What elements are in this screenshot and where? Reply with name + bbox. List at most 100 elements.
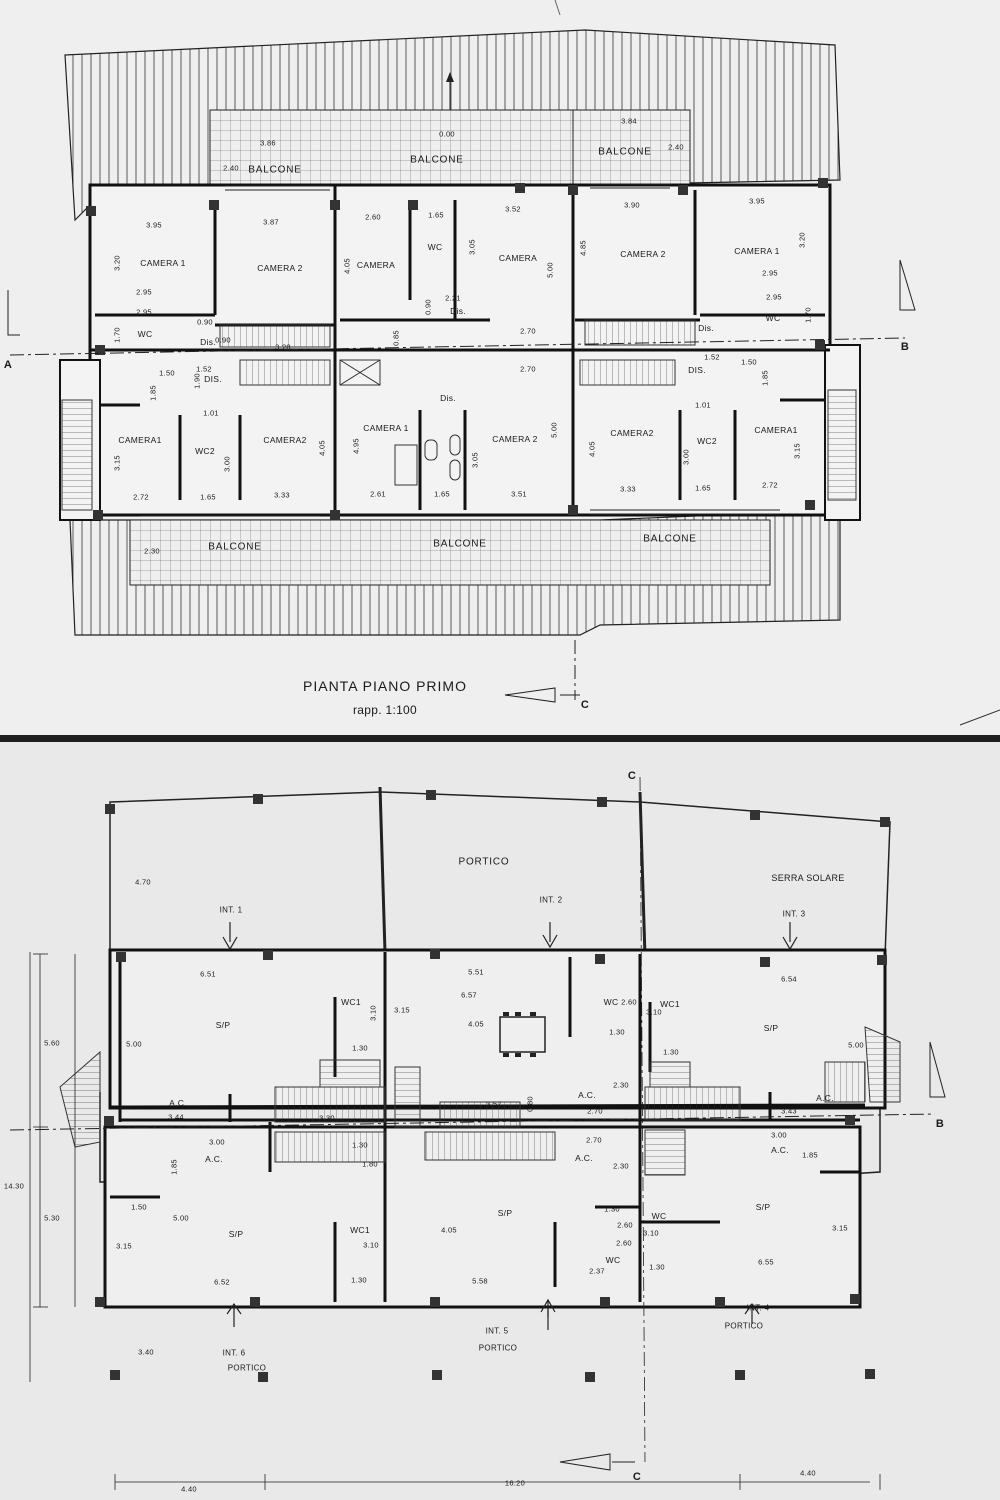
- dimension: 2.70: [587, 1106, 603, 1116]
- dimension: 3.15: [116, 1241, 132, 1251]
- dimension: 2.72: [762, 480, 778, 490]
- portico-label: PORTICO: [478, 1343, 518, 1353]
- dimension: 1.30: [352, 1140, 368, 1150]
- dimension: 1.30: [604, 1204, 620, 1214]
- dimension: 14.30: [3, 1181, 25, 1191]
- dimension: 5.58: [472, 1276, 488, 1286]
- dimension: 2.30: [613, 1080, 629, 1090]
- dimension: 1.50: [131, 1202, 147, 1212]
- dimension: 3.95: [749, 196, 765, 206]
- first-floor-plan-sheet: PIANTA PIANO PRIMO rapp. 1:100 A B C BAL…: [0, 0, 1000, 735]
- dimension: 0.00: [439, 129, 455, 139]
- dimension: 3.20: [797, 232, 807, 248]
- balcony-label: BALCONE: [433, 538, 487, 550]
- dimension: 4.70: [135, 877, 151, 887]
- dimension: 6.51: [200, 969, 216, 979]
- dimension: 2.40: [668, 142, 684, 152]
- dimension: 3.57: [486, 1099, 502, 1109]
- plan-title: PIANTA PIANO PRIMO: [303, 678, 467, 694]
- dimension: 1.30: [351, 1275, 367, 1285]
- dimension: 2.60: [616, 1238, 632, 1248]
- dimension: 1.85: [148, 385, 158, 401]
- room-label: WC2: [697, 436, 717, 446]
- entry-label: INT. 5: [485, 1326, 509, 1336]
- room-label: WC1: [341, 997, 361, 1007]
- room-label: CAMERA2: [263, 435, 307, 445]
- dimension: 2.30: [144, 546, 160, 556]
- dimension: 3.15: [792, 443, 802, 459]
- room-label: WC: [605, 1255, 621, 1265]
- dimension: 2.72: [133, 492, 149, 502]
- dimension: 2.37: [589, 1266, 605, 1276]
- entry-label: INT. 6: [222, 1348, 246, 1358]
- room-label: Dis.: [440, 393, 456, 403]
- dimension: 3.15: [112, 455, 122, 471]
- dimension: 3.51: [511, 489, 527, 499]
- dimension: 3.20: [112, 255, 122, 271]
- dimension: 4.40: [181, 1484, 197, 1494]
- dimension: 5.00: [848, 1040, 864, 1050]
- dimension: 3.40: [138, 1347, 154, 1357]
- dimension: 1.30: [649, 1262, 665, 1272]
- dimension: 3.10: [363, 1240, 379, 1250]
- room-label: A.C.: [771, 1145, 789, 1155]
- dimension: 3.05: [470, 452, 480, 468]
- dimension: 0.90: [215, 335, 231, 345]
- room-label: CAMERA 1: [140, 258, 186, 268]
- room-label: S/P: [755, 1202, 771, 1212]
- dimension: 1.52: [704, 352, 720, 362]
- portico-label: PORTICO: [724, 1321, 764, 1331]
- dimension: 1.30: [663, 1047, 679, 1057]
- dimension: 5.30: [44, 1213, 60, 1223]
- room-label: CAMERA 2: [620, 249, 666, 259]
- dimension: 4.05: [587, 441, 597, 457]
- dimension: 1.70: [112, 327, 122, 343]
- dimension: 1.50: [159, 368, 175, 378]
- dimension: 2.60: [621, 997, 637, 1007]
- room-label: CAMERA 2: [257, 263, 303, 273]
- section-b-marker: B: [900, 341, 910, 353]
- ground-floor-drawing: [9, 776, 946, 1490]
- dimension: 3.00: [222, 456, 232, 472]
- portico-label: PORTICO: [227, 1363, 267, 1373]
- room-label: CAMERA1: [118, 435, 162, 445]
- room-label: A.C.: [578, 1090, 596, 1100]
- dimension: 6.57: [461, 990, 477, 1000]
- dimension: 2.40: [223, 163, 239, 173]
- section-c-marker-top: C: [627, 770, 637, 782]
- dimension: 3.10: [646, 1007, 662, 1017]
- dimension: 2.70: [520, 326, 536, 336]
- dimension: 1.85: [802, 1150, 818, 1160]
- dimension: 3.00: [209, 1137, 225, 1147]
- dimension: 3.87: [263, 217, 279, 227]
- dimension: 3.30: [319, 1113, 335, 1123]
- balcony-label: BALCONE: [248, 164, 302, 176]
- dimension: 16.20: [504, 1478, 526, 1488]
- portico-label: PORTICO: [458, 856, 510, 868]
- dimension: 4.05: [342, 258, 352, 274]
- room-label: A.C.: [816, 1093, 834, 1103]
- section-c-marker-bottom: C: [632, 1471, 642, 1483]
- dimension: 3.10: [368, 1005, 378, 1021]
- room-label: CAMERA: [498, 253, 538, 263]
- dimension: 3.00: [771, 1130, 787, 1140]
- balcony-label: BALCONE: [643, 533, 697, 545]
- room-label: Dis.: [200, 337, 216, 347]
- dimension: 1.85: [760, 370, 770, 386]
- room-label: WC: [651, 1211, 667, 1221]
- room-label: Dis.: [450, 306, 466, 316]
- dimension: 0.90: [197, 317, 213, 327]
- dimension: 4.85: [578, 240, 588, 256]
- dimension: 2.21: [445, 293, 461, 303]
- dimension: 2.95: [762, 268, 778, 278]
- room-label: WC: [137, 329, 153, 339]
- dimension: 4.05: [468, 1019, 484, 1029]
- dimension: 1.80: [362, 1159, 378, 1169]
- dimension: 1.30: [352, 1043, 368, 1053]
- dimension: 5.60: [44, 1038, 60, 1048]
- dimension: 6.54: [781, 974, 797, 984]
- room-label: A.C.: [575, 1153, 593, 1163]
- balcony-label: BALCONE: [208, 541, 262, 553]
- balcony-label: BALCONE: [410, 154, 464, 166]
- entry-label: INT. 2: [539, 895, 563, 905]
